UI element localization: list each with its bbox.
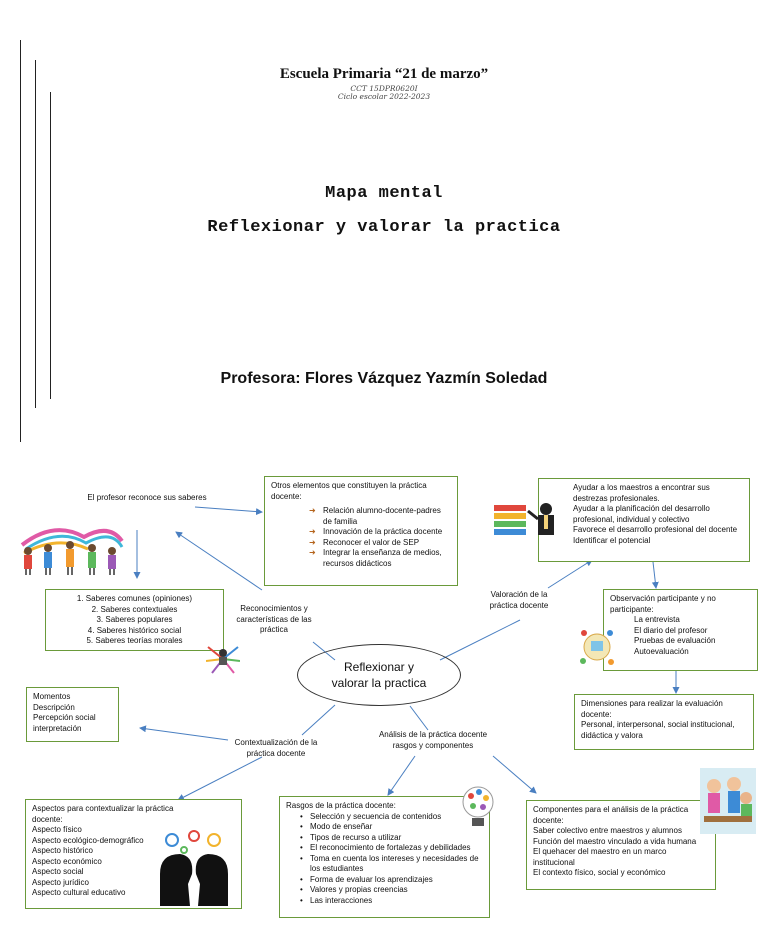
componentes-item: Función del maestro vinculado a vida hum…	[533, 836, 697, 846]
teacher-name: Profesora: Flores Vázquez Yazmín Soledad	[220, 370, 548, 387]
central-topic-text: Reflexionar y valorar la practica	[331, 660, 427, 690]
arrow-bullet-icon: ➜	[309, 527, 316, 536]
aspectos-item: Aspecto económico	[32, 856, 102, 866]
box-momentos: Momentos Descripción Percepción social i…	[26, 687, 119, 742]
aspectos-title: Aspectos para contextualizar la práctica…	[32, 804, 174, 824]
observacion-item: Pruebas de evaluación	[634, 636, 716, 645]
box-dimensiones: Dimensiones para realizar la evaluación …	[574, 694, 754, 750]
list-item: •Las interacciones	[300, 895, 373, 905]
dimensiones-title: Dimensiones para realizar la evaluación …	[581, 699, 723, 719]
box-rasgos: Rasgos de la práctica docente: •Selecció…	[279, 796, 490, 918]
aspectos-item: Aspecto histórico	[32, 846, 93, 855]
document-topic: Reflexionar y valorar la practica	[207, 218, 561, 237]
rasgos-title: Rasgos de la práctica docente:	[286, 801, 396, 810]
label-reconocimientos: Reconocimientos y características de las…	[236, 604, 312, 634]
list-item: ➜Relación alumno-docente-padres de famil…	[309, 506, 441, 526]
classroom-illustration	[700, 768, 756, 834]
momentos-line: Descripción	[33, 702, 75, 712]
arrow-reconocimientos-profesor	[175, 531, 263, 591]
aspectos-item: Aspecto social	[32, 867, 84, 876]
central-topic: Reflexionar y valorar la practica	[297, 644, 461, 706]
componentes-item: Saber colectivo entre maestros y alumnos	[533, 826, 682, 835]
componentes-title: Componentes para el análisis de la práct…	[533, 805, 689, 825]
box-saberes: 1. Saberes comunes (opiniones) 2. Sabere…	[45, 589, 224, 651]
box-componentes: Componentes para el análisis de la práct…	[526, 800, 716, 890]
dimensiones-body: Personal, interpersonal, social instituc…	[581, 720, 735, 740]
label-profesor-saberes: El profesor reconoce sus saberes	[87, 493, 207, 502]
school-cct: CCT 15DPR0620I	[350, 84, 418, 93]
arrow-center-contextualizacion	[301, 704, 336, 736]
list-item: •Valores y propias creencias	[300, 885, 408, 894]
saberes-item: 2. Saberes contextuales	[91, 604, 178, 614]
list-item: •Modo de enseñar	[300, 822, 373, 831]
arrow-analisis-componentes	[492, 755, 537, 794]
saberes-item: 1. Saberes comunes (opiniones)	[76, 594, 193, 603]
arrow-bullet-icon: ➜	[309, 506, 316, 515]
ayudar-line: Identificar el potencial	[573, 535, 651, 545]
arrow-contextualizacion-momentos	[139, 725, 229, 741]
momentos-line: Percepción social	[33, 713, 96, 722]
margin-line-2	[35, 60, 36, 408]
thinking-heads-illustration	[150, 826, 238, 908]
arrow-bullet-icon: ➜	[309, 537, 316, 547]
lightbulb-illustration	[453, 782, 503, 832]
arrow-contextualizacion-aspectos	[177, 756, 263, 801]
arrow-ayudar-observacion	[651, 561, 659, 589]
observacion-item: La entrevista	[634, 615, 680, 624]
list-item: •Selección y secuencia de contenidos	[300, 811, 442, 821]
arrow-bullet-icon: ➜	[309, 548, 316, 557]
meditation-illustration	[206, 643, 240, 675]
ayudar-line: Ayudar a la planificación del desarrollo…	[573, 504, 710, 524]
list-item: ➜Integrar la enseñanza de medios, recurs…	[309, 548, 442, 568]
aspectos-item: Aspecto cultural educativo	[32, 888, 126, 897]
arrow-center-analisis	[409, 705, 429, 731]
arrow-center-valoracion	[439, 619, 521, 661]
arrow-analisis-rasgos	[387, 755, 416, 796]
observacion-item: Autoevaluación	[634, 646, 689, 656]
saberes-item: 4. Saberes histórico social	[87, 625, 182, 635]
arrow-valoracion-ayudar	[547, 559, 593, 589]
school-cycle: Ciclo escolar 2022-2023	[337, 92, 431, 101]
box-aspectos: Aspectos para contextualizar la práctica…	[25, 799, 242, 909]
list-item: ➜Innovación de la práctica docente	[309, 527, 443, 536]
componentes-item: El quehacer del maestro en un marco inst…	[533, 847, 667, 867]
componentes-item: El contexto físico, social y económico	[533, 868, 666, 877]
list-item: •El reconocimiento de fortalezas y debil…	[300, 843, 471, 852]
aspectos-item: Aspecto ecológico-demográfico	[32, 835, 144, 845]
ayudar-line: Favorece el desarrollo profesional del d…	[573, 525, 738, 534]
document-type: Mapa mental	[325, 184, 443, 203]
otros-elementos-title: Otros elementos que constituyen la práct…	[271, 481, 427, 501]
ayudar-line: Ayudar a los maestros a encontrar sus de…	[573, 483, 710, 503]
momentos-line: interpretación	[33, 723, 82, 733]
list-item: •Toma en cuenta los intereses y necesida…	[300, 853, 479, 874]
evaluation-illustration	[578, 627, 616, 669]
saberes-item: 3. Saberes populares	[96, 615, 173, 624]
list-item: •Tipos de recurso a utilizar	[300, 832, 402, 842]
arrow-profesor-otros	[194, 506, 263, 516]
box-observacion: Observación participante y no participan…	[603, 589, 758, 671]
margin-line-3	[50, 92, 51, 399]
observacion-item: El diario del profesor	[634, 625, 708, 635]
observacion-title: Observación participante y no participan…	[610, 594, 716, 614]
list-item: •Forma de evaluar los aprendizajes	[300, 874, 433, 884]
label-analisis: Análisis de la práctica docente rasgos y…	[378, 730, 488, 750]
saberes-item: 5. Saberes teorías morales	[86, 636, 183, 645]
box-ayudar: Ayudar a los maestros a encontrar sus de…	[538, 478, 750, 562]
momentos-line: Momentos	[33, 692, 71, 701]
margin-line-1	[20, 40, 21, 442]
box-otros-elementos: Otros elementos que constituyen la práct…	[264, 476, 458, 586]
children-illustration	[14, 515, 126, 577]
label-contextualizacion: Contextualización de la práctica docente	[234, 738, 318, 758]
aspectos-item: Aspecto jurídico	[32, 877, 89, 887]
aspectos-item: Aspecto físico	[32, 825, 82, 834]
school-name: Escuela Primaria “21 de marzo”	[279, 66, 489, 82]
teacher-board-illustration	[492, 499, 566, 545]
list-item: ➜Reconocer el valor de SEP	[309, 537, 420, 547]
label-valoracion: Valoración de la práctica docente	[489, 590, 549, 610]
